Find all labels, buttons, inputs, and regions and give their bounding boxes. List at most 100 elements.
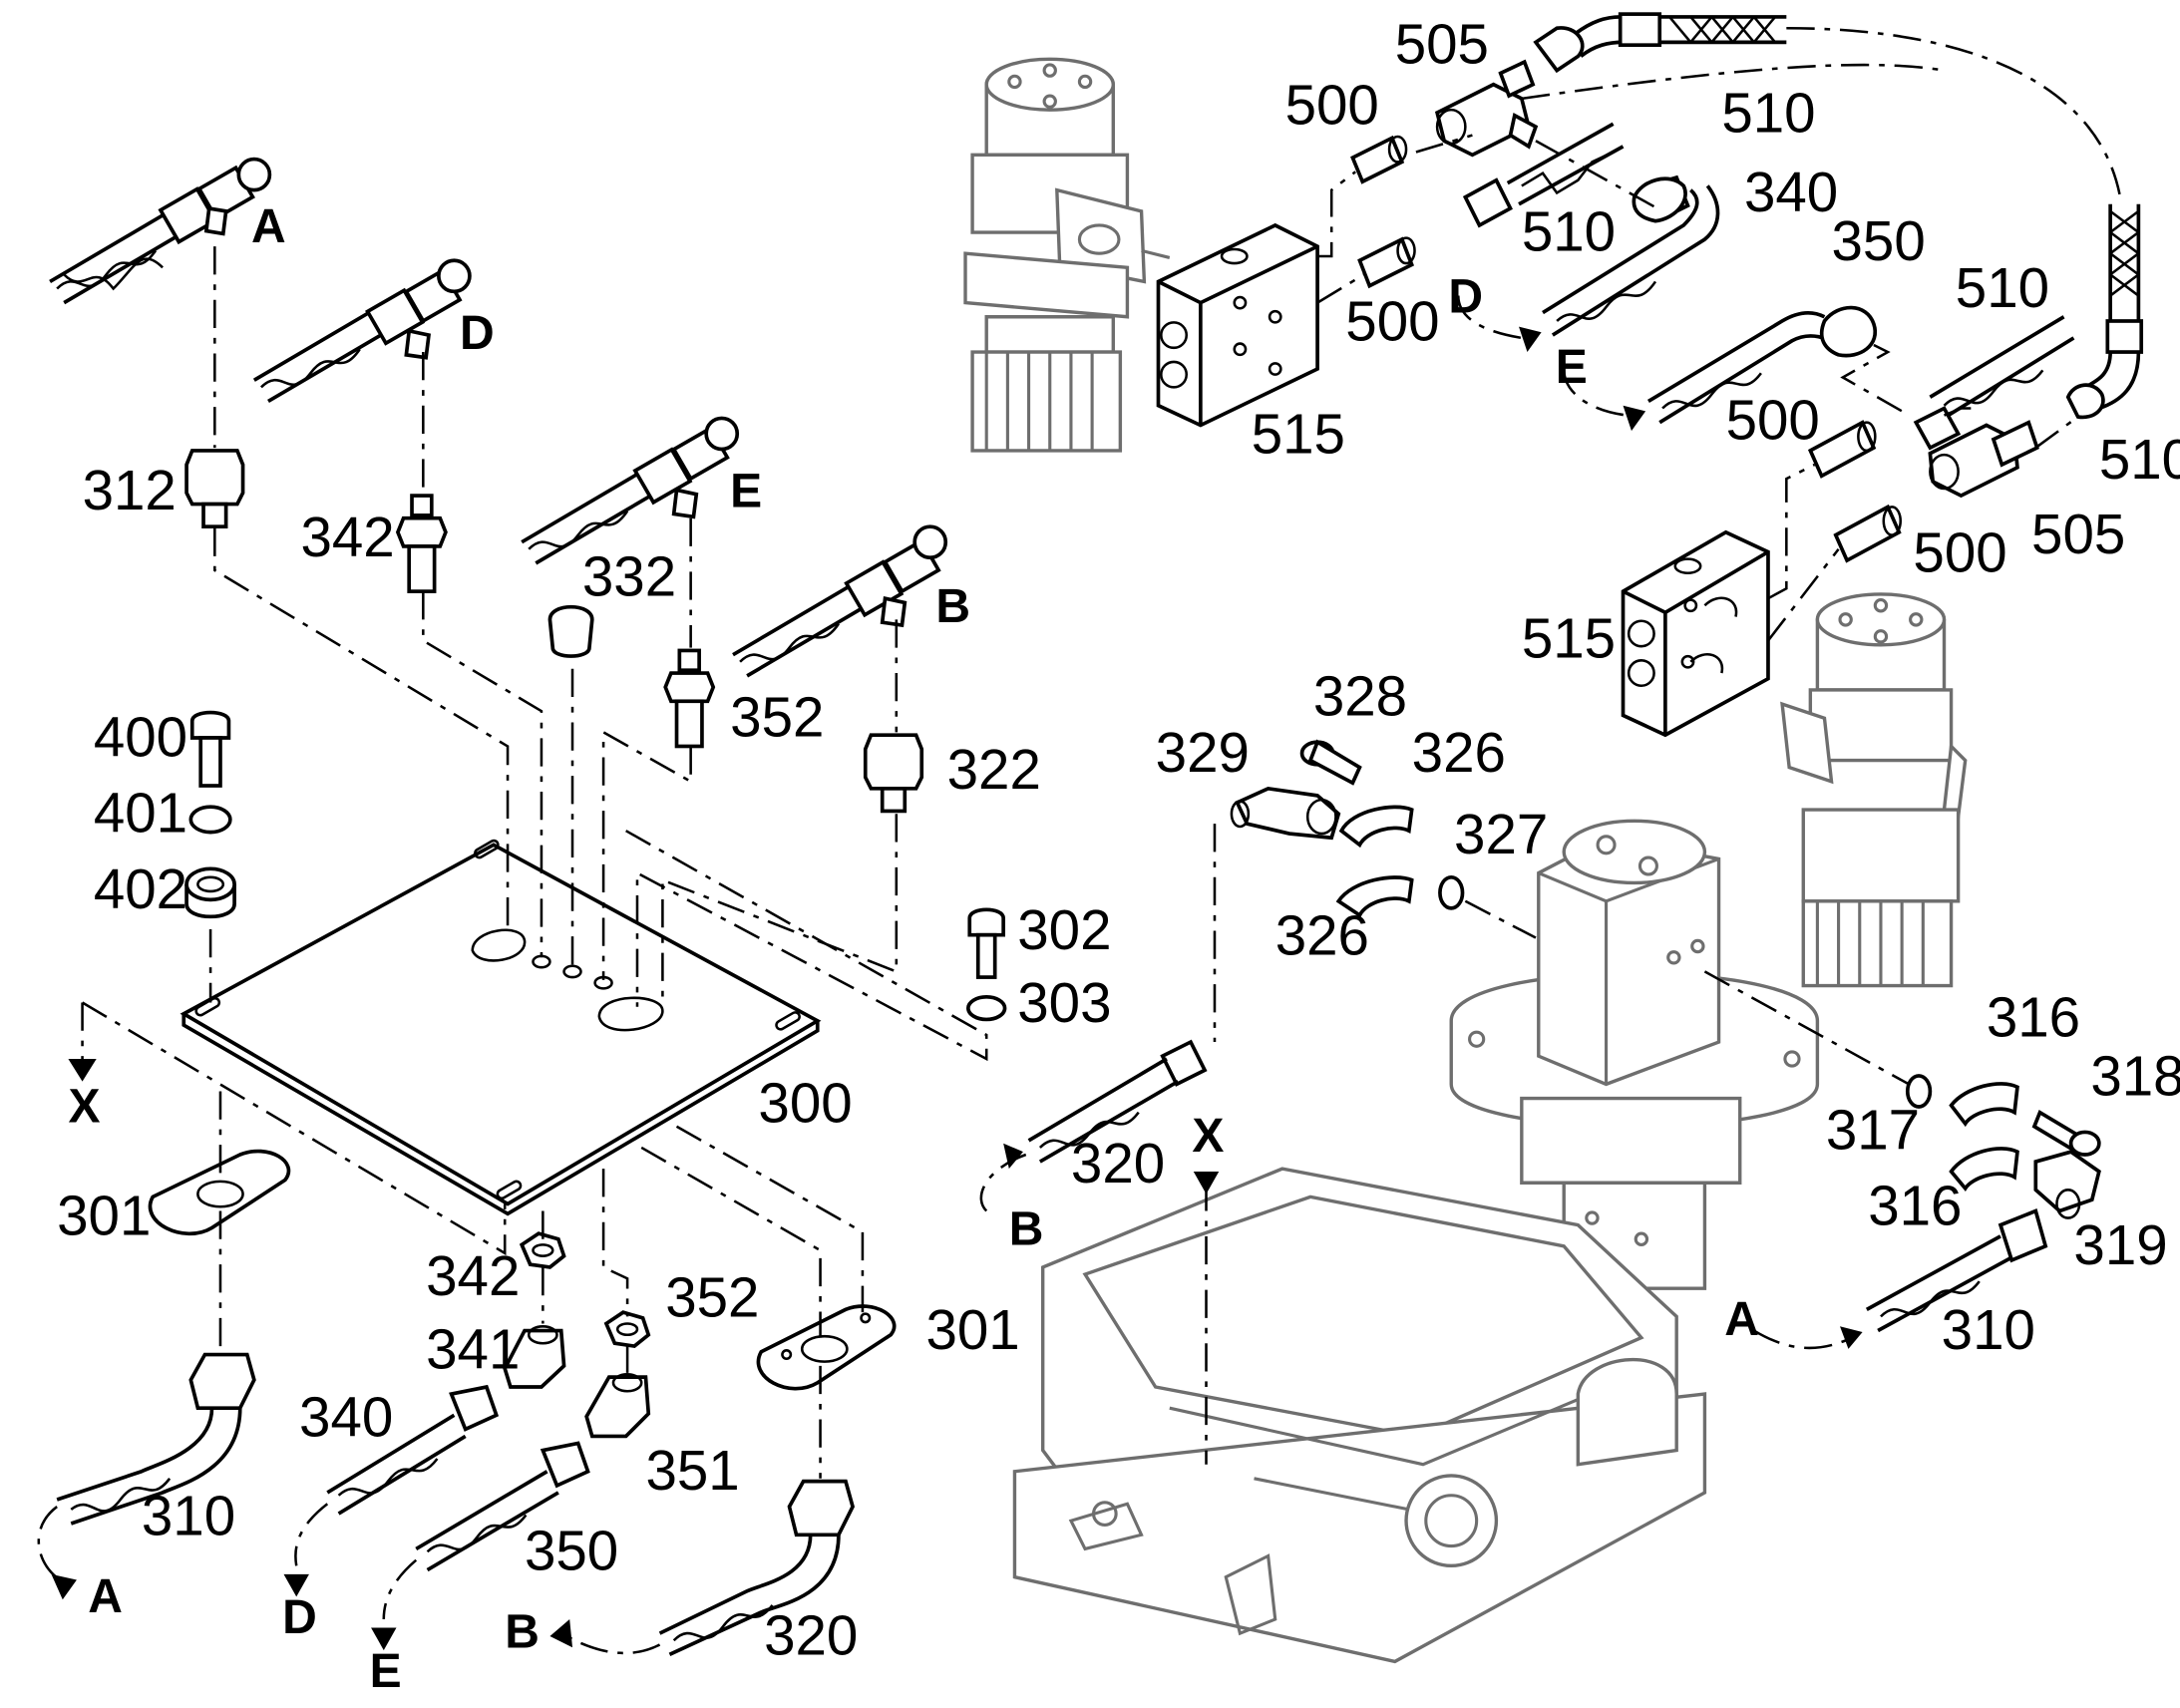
- callout-319: 319: [2073, 1213, 2167, 1276]
- letter-e-top: E: [730, 465, 762, 517]
- callout-327: 327: [1454, 803, 1548, 865]
- callout-505-lower: 505: [2031, 503, 2125, 565]
- callout-329: 329: [1156, 721, 1250, 784]
- callout-510-far: 510: [2099, 428, 2180, 491]
- valve-block-515-upper: [1156, 222, 1319, 428]
- arrow-heads-left: [51, 1058, 573, 1651]
- arrow-heads-right-top: [1519, 326, 1646, 432]
- letter-a-bottom: A: [88, 1570, 123, 1623]
- rotary-joint-line: [1464, 899, 1537, 939]
- connection-lines-right: [1316, 26, 2122, 642]
- callout-302: 302: [1017, 898, 1111, 961]
- adapter-312: [184, 449, 245, 528]
- hose-320-right: [979, 824, 1217, 1212]
- callout-515-upper: 515: [1252, 403, 1345, 466]
- callout-402: 402: [94, 857, 187, 920]
- letter-d-top: D: [460, 307, 495, 360]
- fittings-lower-right: [1807, 406, 2039, 563]
- elbow-351: [584, 1373, 651, 1439]
- adapter-342: [395, 494, 448, 593]
- callout-317: 317: [1826, 1098, 1920, 1161]
- letter-b-right: B: [1009, 1202, 1044, 1255]
- callout-326-upper: 326: [1412, 721, 1506, 784]
- callout-300: 300: [758, 1072, 852, 1135]
- plug-332: [547, 604, 594, 658]
- hose-310-left: [56, 1352, 256, 1526]
- arrow-head-x-right: [1193, 1171, 1220, 1195]
- letter-x-right: X: [1192, 1110, 1224, 1163]
- nut-342-lower: [519, 1231, 566, 1269]
- callout-351: 351: [645, 1439, 739, 1502]
- callout-350-lower: 350: [525, 1520, 618, 1582]
- callout-303: 303: [1017, 971, 1111, 1034]
- hose-340-left: [326, 1384, 500, 1516]
- hose-310-right: [1753, 1208, 2048, 1350]
- callout-310-left: 310: [142, 1484, 235, 1546]
- tee-hose-b: [732, 524, 948, 678]
- callout-352-upper: 352: [730, 686, 824, 749]
- letter-x-left: X: [68, 1081, 100, 1134]
- tee-hose-d: [252, 258, 472, 404]
- callout-505-upper: 505: [1395, 13, 1489, 76]
- mounting-plate-300: [180, 839, 822, 1216]
- callout-352-lower: 352: [665, 1265, 759, 1328]
- tee-hose-e: [521, 416, 740, 565]
- callout-350-upper: 350: [1832, 209, 1926, 272]
- washer-401: [188, 805, 232, 835]
- callout-301-right: 301: [925, 1298, 1019, 1361]
- letter-d-right: D: [1448, 271, 1483, 324]
- hose-350-left: [415, 1441, 590, 1572]
- tee-hose-a: [49, 157, 272, 305]
- callout-326-lower: 326: [1275, 903, 1369, 966]
- nut-352-lower: [603, 1310, 651, 1348]
- clamp-326-lower: [1335, 875, 1414, 918]
- hose-320-left: [658, 1479, 856, 1657]
- flange-301-left: [148, 1149, 291, 1236]
- swivel-motor-upper: [963, 57, 1171, 453]
- flange-301-right: [756, 1304, 897, 1391]
- callout-500-mid: 500: [1345, 290, 1439, 353]
- callout-320-right: 320: [1071, 1132, 1165, 1195]
- bolt-302: [967, 907, 1005, 979]
- adapter-352: [663, 648, 716, 749]
- clamp-group-316: [1905, 1074, 2101, 1219]
- callout-328: 328: [1313, 664, 1407, 727]
- callout-320-left: 320: [764, 1603, 858, 1666]
- callout-340-upper: 340: [1744, 161, 1838, 223]
- callout-510-right: 510: [1956, 256, 2049, 319]
- arrow-head-a-right: [1839, 1326, 1863, 1349]
- adapter-322: [863, 733, 924, 814]
- rotary-joint-line-2: [1703, 970, 1910, 1086]
- letter-e-right: E: [1556, 341, 1588, 394]
- callout-510-top: 510: [1721, 82, 1815, 145]
- washer-303: [966, 995, 1007, 1022]
- callout-515-lower: 515: [1522, 606, 1616, 669]
- arrow-head-b-right: [1003, 1143, 1023, 1170]
- callout-316-lower: 316: [1868, 1175, 1962, 1237]
- valve-block-515-lower: [1621, 529, 1770, 738]
- clamp-326-upper: [1338, 805, 1414, 849]
- callout-401: 401: [94, 782, 187, 845]
- callout-310-right: 310: [1942, 1298, 2035, 1361]
- connection-lines-left: [37, 246, 988, 1655]
- bolt-328: [1299, 739, 1362, 786]
- reference-letters: A D E B X X A D E B D E B A: [68, 200, 1758, 1698]
- swivel-motor-lower: [1780, 592, 1968, 988]
- quick-coupler-frame: [1012, 1167, 1707, 1664]
- callout-341: 341: [426, 1318, 520, 1381]
- letter-d-bottom: D: [282, 1591, 317, 1644]
- callout-342-upper: 342: [300, 506, 394, 568]
- ring-327: [1438, 874, 1465, 910]
- hoses-upper-right: [1506, 12, 2144, 425]
- callout-312: 312: [83, 459, 177, 521]
- callout-322: 322: [947, 738, 1041, 801]
- callout-500-right: 500: [1726, 389, 1820, 452]
- letter-a-right: A: [1724, 1293, 1759, 1346]
- callout-500-lower: 500: [1913, 520, 2006, 583]
- bolt-400: [189, 710, 231, 788]
- callout-500-upper: 500: [1285, 73, 1379, 136]
- letter-b-top: B: [935, 580, 970, 633]
- letter-e-bottom: E: [370, 1645, 402, 1698]
- elbow-341: [503, 1325, 566, 1389]
